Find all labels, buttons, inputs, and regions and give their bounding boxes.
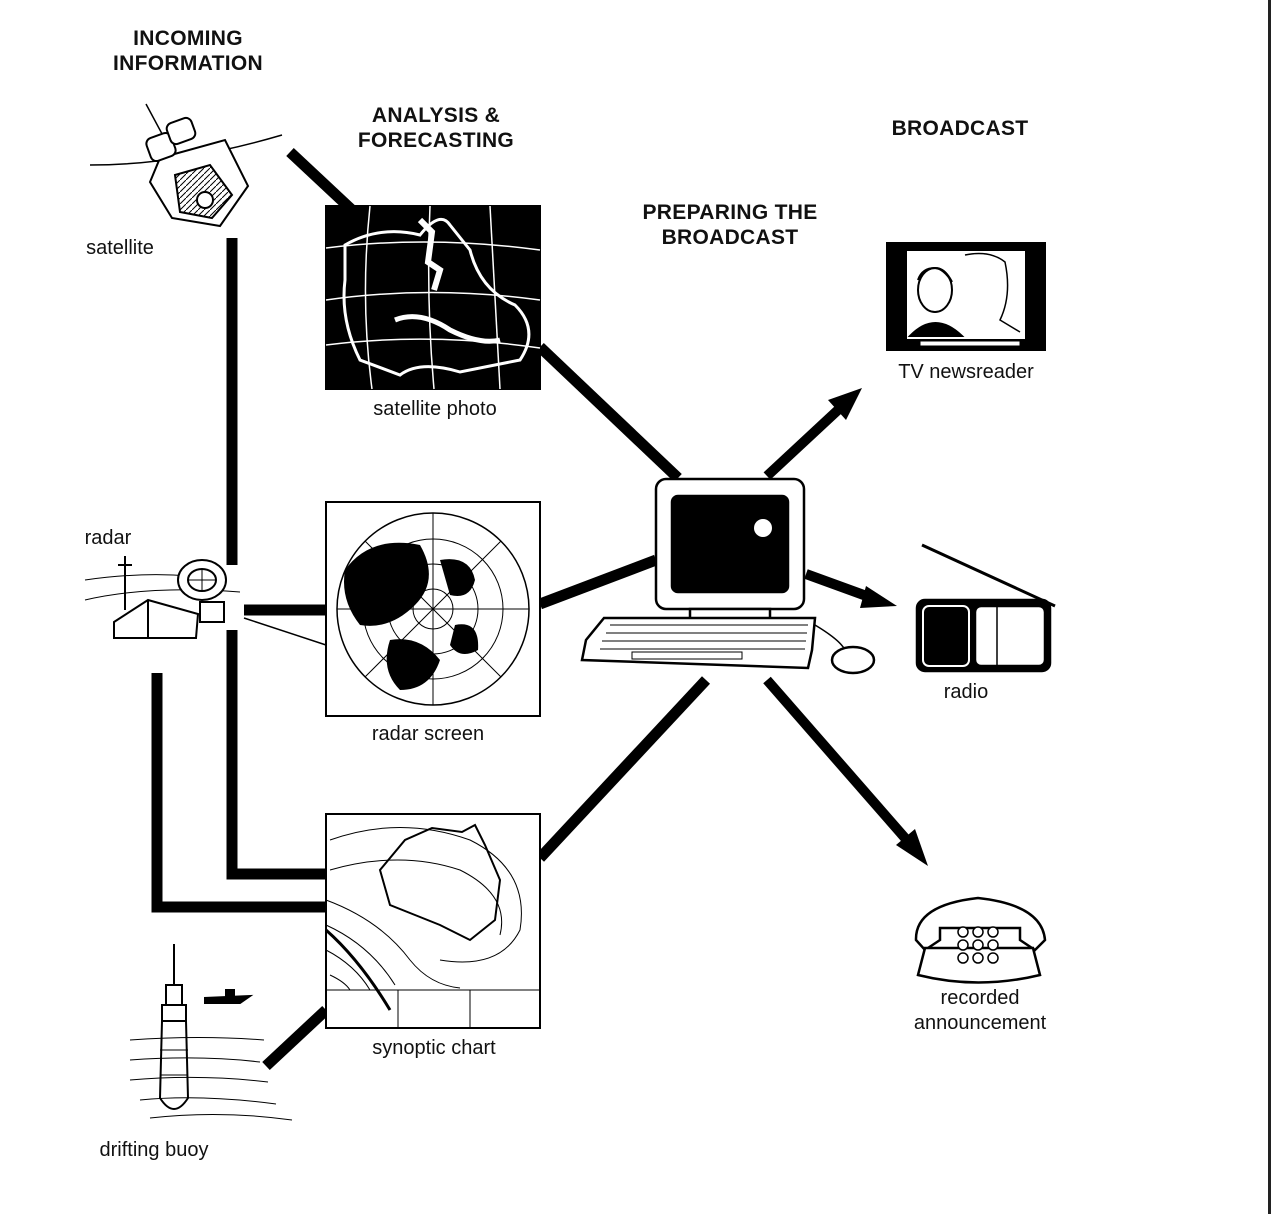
heading-incoming-information: INCOMING INFORMATION xyxy=(113,27,263,75)
label-drifting-buoy: drifting buoy xyxy=(99,1139,209,1161)
heading-preparing-broadcast: PREPARING THE BROADCAST xyxy=(642,201,818,249)
radar-screen-image xyxy=(325,501,541,717)
label-radio: radio xyxy=(943,681,989,703)
connector-radar-to-chart xyxy=(226,630,326,880)
tv-icon xyxy=(886,242,1046,351)
satellite-photo-image xyxy=(325,205,541,390)
connector-photo-to-computer xyxy=(536,343,682,482)
page-edge-border xyxy=(1268,0,1271,1214)
label-satellite: satellite xyxy=(86,237,154,259)
connector-radar-screen-to-computer xyxy=(538,554,658,610)
arrow-to-phone xyxy=(763,676,928,866)
label-radar-screen: radar screen xyxy=(371,723,485,745)
computer-icon xyxy=(580,477,876,675)
radar-station-icon xyxy=(84,556,241,639)
arrow-to-tv xyxy=(763,388,862,480)
label-tv-newsreader: TV newsreader xyxy=(898,361,1034,383)
drifting-buoy-icon xyxy=(129,944,293,1121)
arrow-to-radio xyxy=(804,569,897,608)
label-recorded-announcement: recorded announcement xyxy=(913,987,1047,1034)
label-satellite-photo: satellite photo xyxy=(373,398,497,420)
telephone-icon xyxy=(914,896,1047,984)
label-synoptic-chart: synoptic chart xyxy=(372,1037,496,1059)
heading-analysis-forecasting: ANALYSIS & FORECASTING xyxy=(357,104,515,152)
connector-lines xyxy=(151,147,711,1071)
connector-satellite-to-photo xyxy=(286,147,356,215)
heading-broadcast: BROADCAST xyxy=(891,117,1029,140)
broadcast-arrows xyxy=(763,388,928,866)
label-radar: radar xyxy=(84,527,132,549)
connector-chart-to-computer xyxy=(535,676,711,862)
radio-icon xyxy=(915,543,1056,673)
connector-left-to-chart xyxy=(151,673,326,913)
satellite-icon xyxy=(89,103,283,228)
connector-buoy-to-chart xyxy=(262,1005,330,1071)
synoptic-chart-image xyxy=(325,813,541,1029)
